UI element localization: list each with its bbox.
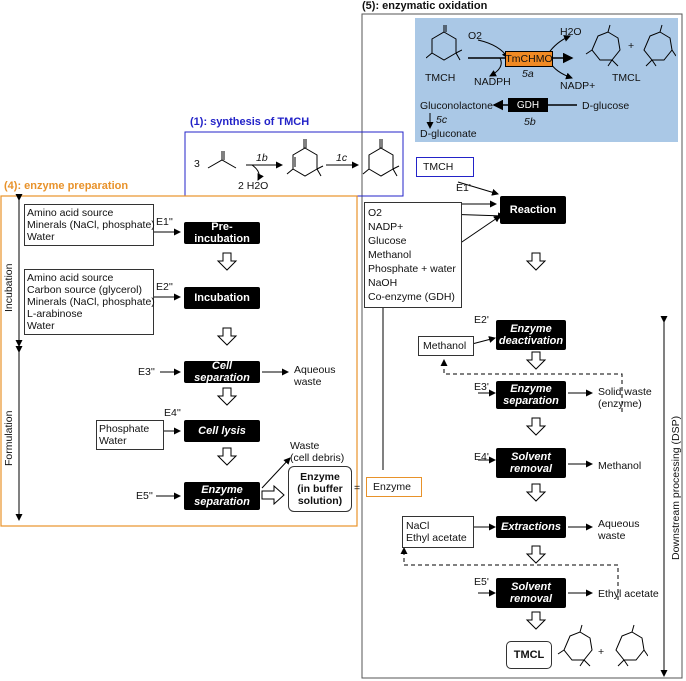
step-1b-label: 1b <box>256 152 268 164</box>
solvent-removal-2-step: Solvent removal <box>496 578 566 608</box>
tmchmo-enzyme-box: TmCHMO <box>505 51 553 67</box>
ethyl-acetate-output-label: Ethyl acetate <box>598 588 659 600</box>
gluconolactone-label: Gluconolactone <box>420 100 493 112</box>
reaction-step: Reaction <box>500 196 566 224</box>
o2-label: O2 <box>468 30 483 42</box>
tmcl-product-box: TMCL <box>506 641 552 669</box>
tmch-label: TMCH <box>425 72 456 84</box>
enzyme-deactivation-step: Enzyme deactivation <box>496 320 566 350</box>
e1-prep-label: E1'' <box>156 216 173 228</box>
formulation-axis-label: Formulation <box>3 410 15 466</box>
oxidation-heading: (5): enzymatic oxidation <box>362 0 488 12</box>
plus-sign-product: + <box>598 646 605 658</box>
preincubation-inputs-box: Amino acid source Minerals (NaCl, phosph… <box>24 204 155 246</box>
dsp-axis-label: Downstream processing (DSP) <box>670 415 682 560</box>
methanol-output-label: Methanol <box>598 460 642 472</box>
step-5a-label: 5a <box>522 68 534 80</box>
isophorone-structure-icon <box>286 139 324 177</box>
step-5c-label: 5c <box>436 114 448 126</box>
step-5b-label: 5b <box>524 116 536 128</box>
gdh-enzyme-box: GDH <box>508 98 548 112</box>
step-1c-label: 1c <box>336 152 348 164</box>
incubation-inputs-box: Amino acid source Carbon source (glycero… <box>24 269 155 335</box>
tmcl-isomer-product-structure-icon <box>615 624 648 667</box>
solid-waste-label: Solid waste (enzyme) <box>598 386 652 410</box>
acetone-coefficient: 3 <box>194 158 200 170</box>
tmcl-structure-icon <box>585 24 621 67</box>
nadp-plus-label: NADP+ <box>560 80 596 92</box>
e3-prep-label: E3'' <box>138 366 155 378</box>
e1-ox-label: E1' <box>456 182 471 194</box>
e5-ox-label: E5' <box>474 576 489 588</box>
prep-frame <box>0 195 358 527</box>
tmch-product-structure-icon <box>362 139 400 177</box>
aqueous-waste-ox-label: Aqueous waste <box>598 518 640 542</box>
h2o-label: H2O <box>560 26 582 38</box>
prep-heading: (4): enzyme preparation <box>4 180 129 192</box>
tmcl-product-structure-icon <box>557 624 593 667</box>
acetone-structure-icon <box>207 151 237 169</box>
d-gluconate-label: D-gluconate <box>420 128 477 140</box>
plus-sign-scheme: + <box>628 40 635 52</box>
pre-incubation-step: Pre-incubation <box>184 221 260 245</box>
e5-prep-label: E5'' <box>136 490 153 502</box>
cell-separation-step: Cell separation <box>184 360 260 384</box>
e4-prep-label: E4'' <box>164 407 181 419</box>
aqueous-waste-prep-label: Aqueous waste <box>294 364 336 388</box>
incubation-step: Incubation <box>184 287 260 309</box>
tmch-input-box: TMCH <box>416 157 474 177</box>
lysis-inputs-box: Phosphate Water <box>96 420 164 450</box>
e3-ox-label: E3' <box>474 381 489 393</box>
extraction-inputs-box: NaCl Ethyl acetate <box>402 516 474 548</box>
tmcl-scheme-label: TMCL <box>612 72 641 84</box>
enzyme-input-box: Enzyme <box>366 477 422 497</box>
enzyme-buffer-solution-box: Enzyme (in buffer solution) <box>288 466 352 512</box>
enzyme-separation-prep-step: Enzyme separation <box>184 482 260 510</box>
methanol-input-box: Methanol <box>418 336 474 356</box>
reaction-panel <box>415 18 678 142</box>
reaction-inputs-box: O2 NADP+ Glucose Methanol Phosphate + wa… <box>364 202 462 308</box>
oxidation-frame <box>361 13 683 679</box>
tmcl-isomer-structure-icon <box>643 24 676 67</box>
e2-ox-label: E2' <box>474 314 489 326</box>
e2-prep-label: E2'' <box>156 281 173 293</box>
tmch-structure-icon <box>426 25 462 61</box>
solvent-removal-1-step: Solvent removal <box>496 448 566 478</box>
cell-debris-waste-label: Waste (cell debris) <box>290 440 345 464</box>
incubation-axis-label: Incubation <box>3 263 15 312</box>
enzyme-separation-ox-step: Enzyme separation <box>496 381 566 409</box>
water-byproduct-label: 2 H2O <box>238 180 269 192</box>
nadph-label: NADPH <box>474 76 511 88</box>
d-glucose-label: D-glucose <box>582 100 630 112</box>
equals-sign: = <box>354 482 361 494</box>
extractions-step: Extractions <box>496 516 566 538</box>
e4-ox-label: E4' <box>474 451 489 463</box>
cell-lysis-step: Cell lysis <box>184 420 260 442</box>
synthesis-heading: (1): synthesis of TMCH <box>190 116 310 128</box>
